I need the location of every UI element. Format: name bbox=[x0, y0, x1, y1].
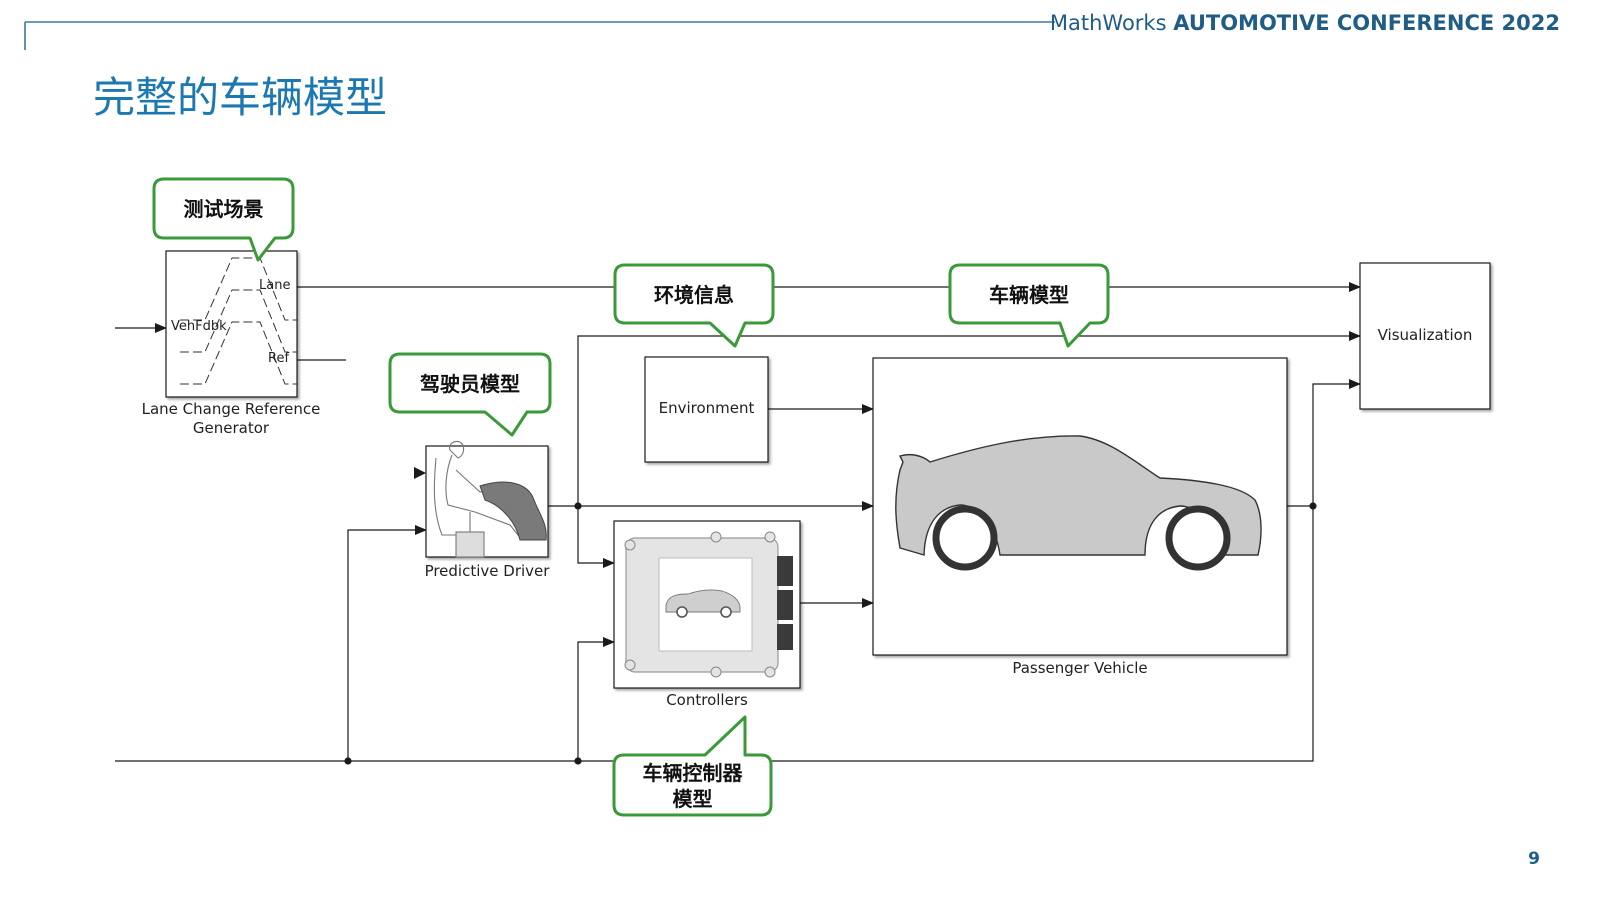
callout-controller-model bbox=[612, 715, 773, 817]
driver-seat-icon bbox=[433, 440, 523, 558]
port-label-lane: Lane bbox=[259, 278, 291, 293]
lane-change-label: Lane Change Reference Generator bbox=[131, 400, 331, 438]
driver-input-ports bbox=[414, 467, 426, 479]
environment-label: Environment bbox=[658, 399, 755, 417]
visualization-label: Visualization bbox=[1377, 326, 1473, 344]
page-title: 完整的车辆模型 bbox=[93, 73, 388, 122]
brand-name: MathWorks bbox=[1049, 11, 1167, 35]
wire-bus-to-controllers bbox=[577, 637, 615, 761]
callout-driver-model-text: 驾驶员模型 bbox=[420, 372, 520, 396]
callout-test-scenario-text: 测试场景 bbox=[183, 197, 264, 221]
port-label-ref: Ref bbox=[268, 351, 290, 366]
controllers-block[interactable] bbox=[613, 520, 801, 689]
callout-controller-line2: 模型 bbox=[672, 787, 713, 811]
header-rule bbox=[24, 21, 1055, 50]
callouts bbox=[152, 177, 1110, 817]
visualization-block[interactable] bbox=[1359, 262, 1491, 410]
passenger-vehicle-block[interactable] bbox=[872, 357, 1288, 656]
callout-environment-info-text: 环境信息 bbox=[654, 283, 734, 307]
page-number: 9 bbox=[1528, 849, 1540, 869]
wire-driver-to-visualization bbox=[577, 331, 1361, 506]
lane-change-label-line2: Generator bbox=[192, 419, 270, 437]
callout-test-scenario bbox=[152, 177, 295, 262]
wire-driver-to-controllers bbox=[577, 506, 615, 568]
steering-dash-icon bbox=[479, 481, 547, 541]
branch-points bbox=[344, 502, 1317, 765]
callout-vehicle-model bbox=[948, 263, 1110, 348]
predictive-driver-block[interactable] bbox=[425, 440, 549, 558]
wire-vehicle-to-visualization bbox=[1312, 379, 1361, 506]
lane-change-icon bbox=[180, 257, 297, 385]
brand-conference: AUTOMOTIVE CONFERENCE 2022 bbox=[1173, 11, 1560, 35]
driver-label: Predictive Driver bbox=[424, 562, 550, 580]
lane-change-generator-block[interactable] bbox=[165, 250, 298, 398]
callout-vehicle-model-text: 车辆模型 bbox=[989, 283, 1069, 307]
port-label-vehfdbk: VehFdbk bbox=[171, 319, 227, 334]
callout-controller-model-text: 车辆控制器 模型 bbox=[614, 760, 771, 812]
environment-block[interactable] bbox=[644, 356, 769, 463]
brand-header: MathWorks AUTOMOTIVE CONFERENCE 2022 bbox=[1050, 11, 1560, 35]
ecu-icon bbox=[624, 531, 793, 678]
callout-driver-model bbox=[388, 352, 552, 437]
car-wheels bbox=[932, 505, 1231, 571]
signal-wires bbox=[115, 282, 1361, 762]
controllers-label: Controllers bbox=[666, 691, 748, 709]
wire-feedback-bus bbox=[115, 506, 1314, 762]
callout-environment-info bbox=[613, 263, 775, 348]
callout-controller-line1: 车辆控制器 bbox=[642, 761, 743, 785]
wire-bus-to-driver bbox=[347, 525, 427, 761]
lane-change-label-line1: Lane Change Reference bbox=[141, 400, 321, 418]
vehicle-label: Passenger Vehicle bbox=[1012, 659, 1148, 677]
